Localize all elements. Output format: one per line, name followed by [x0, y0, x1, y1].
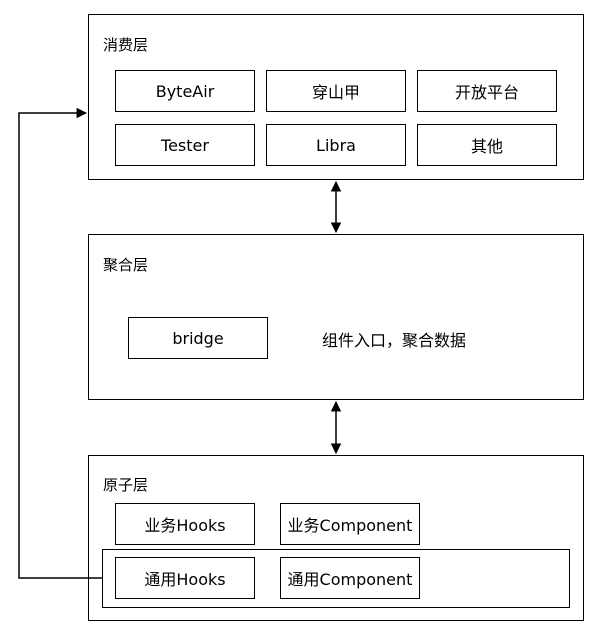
node-other: 其他 [417, 124, 557, 166]
node-open-platform: 开放平台 [417, 70, 557, 112]
node-libra: Libra [266, 124, 406, 166]
consumption-layer-title: 消费层 [103, 36, 149, 54]
node-business-hooks: 业务Hooks [115, 503, 255, 545]
aggregation-layer-title: 聚合层 [103, 256, 149, 274]
node-tester: Tester [115, 124, 255, 166]
atom-layer-title: 原子层 [103, 476, 149, 494]
node-common-component: 通用Component [280, 557, 420, 599]
node-common-hooks: 通用Hooks [115, 557, 255, 599]
node-bridge: bridge [128, 317, 268, 359]
aggregation-note: 组件入口，聚合数据 [322, 331, 467, 350]
node-byteair: ByteAir [115, 70, 255, 112]
node-chuanshanjia: 穿山甲 [266, 70, 406, 112]
node-business-component: 业务Component [280, 503, 420, 545]
